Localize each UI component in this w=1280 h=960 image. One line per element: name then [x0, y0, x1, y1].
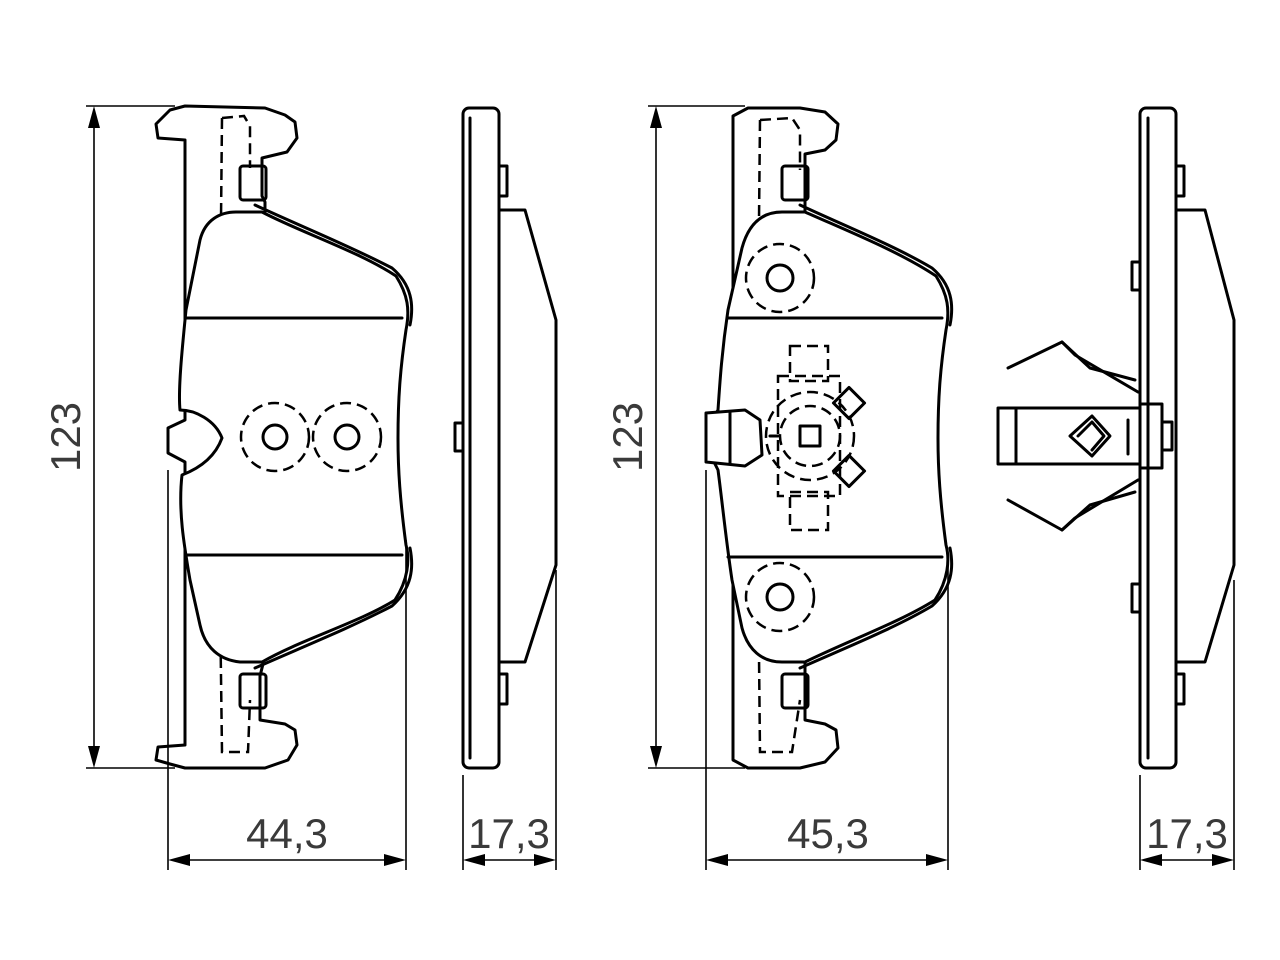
pad1-edge-top: [253, 203, 414, 327]
pad1-front-view: [154, 104, 414, 770]
pad2-hole-bottom: [765, 582, 795, 612]
pad1-hole-right: [333, 423, 361, 451]
pad2-front-view: [704, 106, 954, 770]
pad2-side-clip-mount: [1138, 402, 1164, 470]
pad1-side-pin: [453, 421, 465, 453]
dimension-lines: [86, 105, 1235, 870]
pad1-hidden-hole-left: [239, 401, 311, 473]
pad1-side-backing: [461, 106, 501, 770]
pad2-backing-plate: [731, 106, 840, 770]
pad2-clip-center-square: [798, 424, 822, 448]
pad1-thickness-label: 17,3: [468, 810, 550, 857]
pad2-hidden-contour: [756, 116, 802, 754]
pad1-height-label: 123: [42, 402, 89, 472]
pad1-hidden-hole-right: [311, 401, 383, 473]
pad1-hole-left: [261, 423, 289, 451]
pad2-width-label: 45,3: [787, 810, 869, 857]
pad2-center-clip: [764, 344, 867, 532]
pad2-side-spring-clip: [996, 340, 1174, 532]
pad2-edge-top: [798, 203, 954, 327]
pad1-side-view: [453, 106, 558, 770]
pad1-bottom-tab: [238, 672, 268, 710]
pad1-friction-material: [177, 210, 410, 664]
pad2-side-pin-top: [1130, 260, 1142, 292]
pad2-side-bottom-tab: [1174, 672, 1186, 706]
pad2-side-pin-bottom: [1130, 582, 1142, 614]
pad2-side-clip-diamond: [1068, 414, 1112, 458]
pad2-height-label: 123: [604, 402, 651, 472]
pad2-hidden-hole-bottom: [744, 561, 816, 633]
pad1-width-label: 44,3: [246, 810, 328, 857]
pad2-hole-top: [765, 263, 795, 293]
pad2-friction-material: [710, 210, 950, 664]
pad2-sensor-connector: [704, 408, 764, 468]
pad1-top-tab: [238, 164, 268, 202]
pad2-side-view: [996, 106, 1236, 770]
pad2-hidden-hole-top: [744, 242, 816, 314]
pad1-edge-bottom: [253, 546, 414, 670]
pad1-side-friction: [497, 208, 558, 664]
pad2-bottom-tab: [780, 672, 810, 710]
pad1-side-top-tab: [497, 164, 509, 198]
pad2-edge-bottom: [798, 546, 954, 670]
pad1-side-bottom-tab: [497, 672, 509, 706]
pad2-side-friction: [1174, 208, 1236, 664]
pad2-side-top-tab: [1174, 164, 1186, 198]
pad2-thickness-label: 17,3: [1146, 810, 1228, 857]
pad1-backing-plate: [154, 104, 299, 770]
pad2-top-tab: [780, 164, 810, 202]
